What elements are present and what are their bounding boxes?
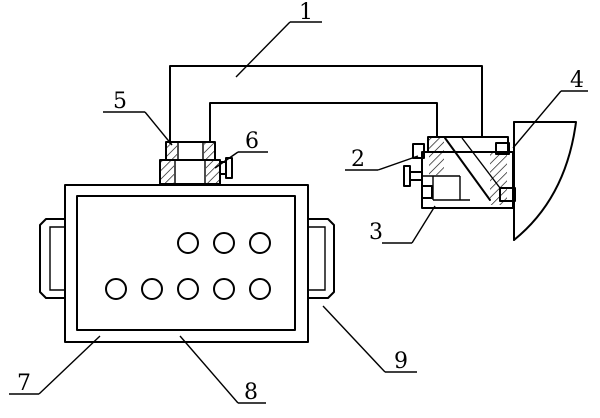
label-3: 3 bbox=[369, 220, 383, 245]
part-1-tube bbox=[169, 65, 483, 144]
label-5: 5 bbox=[113, 89, 127, 114]
label-4: 4 bbox=[570, 68, 584, 93]
hole bbox=[105, 278, 127, 300]
label-7: 7 bbox=[17, 371, 31, 396]
left-handle bbox=[39, 218, 66, 299]
label-1: 1 bbox=[299, 0, 313, 25]
part-4-wall-plate bbox=[513, 121, 577, 241]
label-2: 2 bbox=[351, 147, 365, 172]
label-8: 8 bbox=[244, 380, 258, 405]
hole bbox=[213, 232, 235, 254]
label-6: 6 bbox=[245, 129, 259, 154]
holes-bottom-row bbox=[105, 278, 271, 300]
part-labels: 1 5 6 2 4 3 7 8 9 bbox=[17, 0, 584, 405]
part-2-knob bbox=[403, 143, 425, 187]
part-6-coupling bbox=[159, 157, 233, 185]
leader-lines bbox=[9, 21, 588, 404]
label-9: 9 bbox=[394, 349, 408, 374]
part-5-coupling bbox=[165, 141, 216, 161]
hole bbox=[177, 232, 199, 254]
hole bbox=[141, 278, 163, 300]
hole bbox=[249, 278, 271, 300]
part-3-valve-body bbox=[421, 136, 516, 209]
holes-top-row bbox=[177, 232, 271, 254]
part-9-handle bbox=[307, 218, 335, 299]
part-7-housing bbox=[64, 184, 309, 343]
hole bbox=[249, 232, 271, 254]
hole bbox=[177, 278, 199, 300]
hole bbox=[213, 278, 235, 300]
